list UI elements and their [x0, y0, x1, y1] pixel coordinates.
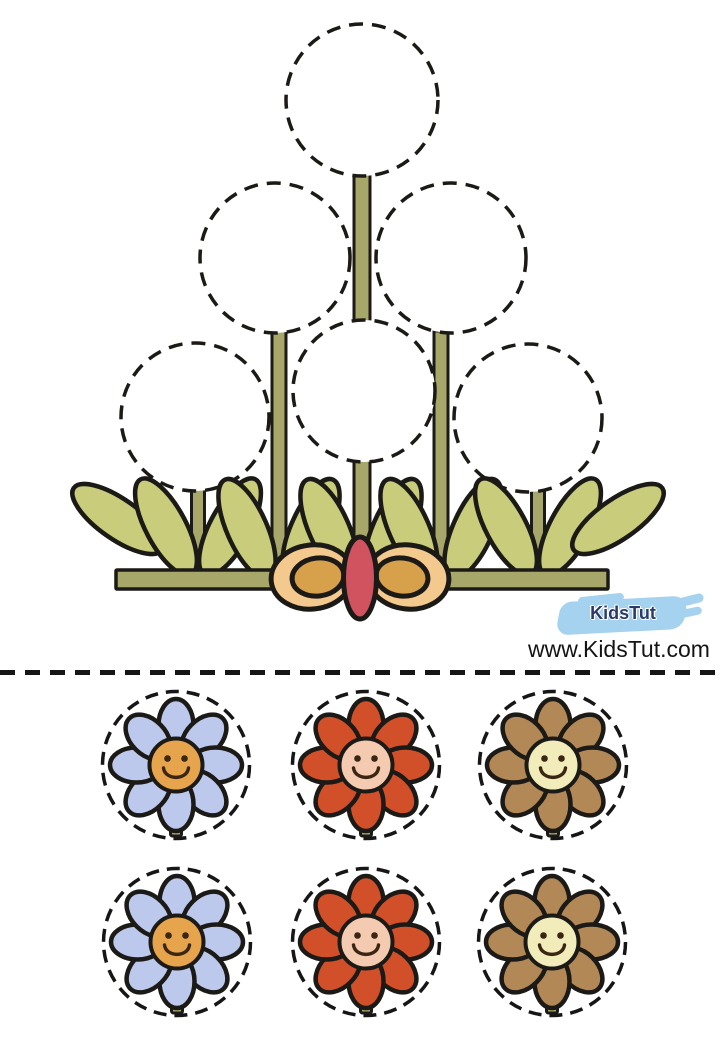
- flower-eyes: [354, 932, 378, 939]
- leaf: [570, 481, 666, 557]
- flower-smile: [537, 943, 567, 957]
- flower-cutout-brown: [475, 687, 631, 843]
- bouquet-section: KidsTut www.KidsTut.com: [70, 22, 714, 662]
- cut-line-circle: [476, 866, 628, 1018]
- cut-line-circle: [290, 866, 442, 1018]
- flower-face-center: [148, 913, 206, 971]
- flower-smile: [351, 766, 381, 780]
- flower-cutout-red: [288, 687, 444, 843]
- flower-cutout-blue: [98, 687, 254, 843]
- placeholder-circle-bottom-right: [452, 342, 604, 494]
- placeholder-circle-bottom-middle: [291, 318, 437, 464]
- cut-line-circle: [101, 866, 253, 1018]
- placeholder-circle-bottom-left: [119, 341, 271, 493]
- cut-line-circle: [477, 689, 629, 841]
- logo-text: KidsTut: [590, 603, 656, 623]
- placeholder-circle-top: [284, 22, 440, 178]
- placeholder-circle-mid-right: [374, 181, 528, 335]
- flower-cutout-blue: [99, 864, 255, 1020]
- cut-divider-line: [0, 670, 720, 675]
- flower-cutout-brown: [474, 864, 630, 1020]
- bouquet-graphic: [70, 22, 666, 622]
- flower-smile: [538, 766, 568, 780]
- placeholder-circles: [119, 22, 604, 494]
- website-text: www.KidsTut.com: [528, 636, 710, 662]
- flower-face-center: [524, 736, 582, 794]
- flower-face-center: [337, 736, 395, 794]
- flower-smile: [351, 943, 381, 957]
- flower-eyes: [541, 755, 565, 762]
- cut-line-circle: [100, 689, 252, 841]
- placeholder-circle-mid-left: [198, 181, 352, 335]
- cut-line-circle: [290, 689, 442, 841]
- flower-eyes: [165, 932, 189, 939]
- flower-eyes: [354, 755, 378, 762]
- ribbon-bow: [268, 534, 452, 622]
- flower-face-center: [523, 913, 581, 971]
- bow-knot: [341, 534, 379, 622]
- flower-face-center: [147, 736, 205, 794]
- flower-eyes: [540, 932, 564, 939]
- flower-cutout-red: [288, 864, 444, 1020]
- flower-smile: [161, 766, 191, 780]
- flower-smile: [162, 943, 192, 957]
- kidstut-logo: KidsTut: [548, 592, 714, 640]
- flower-eyes: [164, 755, 188, 762]
- cutout-section: [0, 678, 720, 1040]
- flower-face-center: [337, 913, 395, 971]
